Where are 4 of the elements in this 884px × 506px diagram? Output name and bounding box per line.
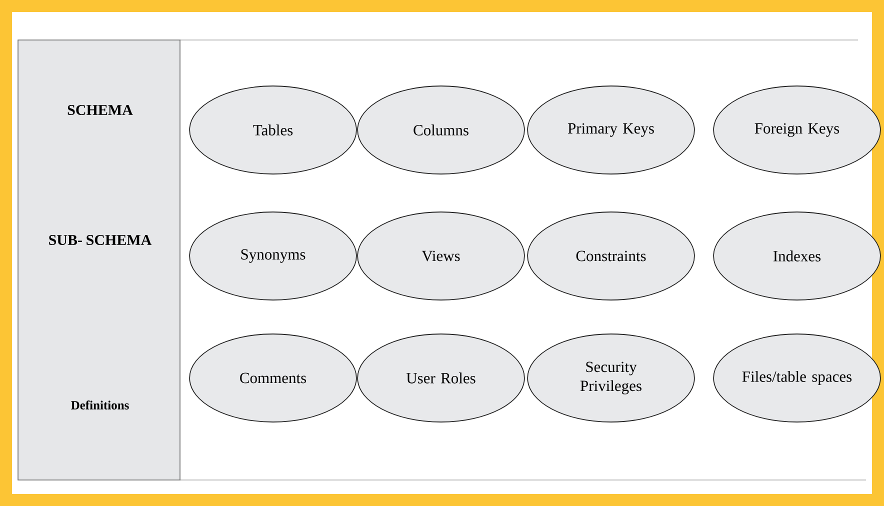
row-heading: SUB- SCHEMA xyxy=(49,234,152,246)
side-panel xyxy=(18,40,180,480)
row-heading: Definitions xyxy=(71,400,129,410)
row-heading: SCHEMA xyxy=(68,104,133,116)
